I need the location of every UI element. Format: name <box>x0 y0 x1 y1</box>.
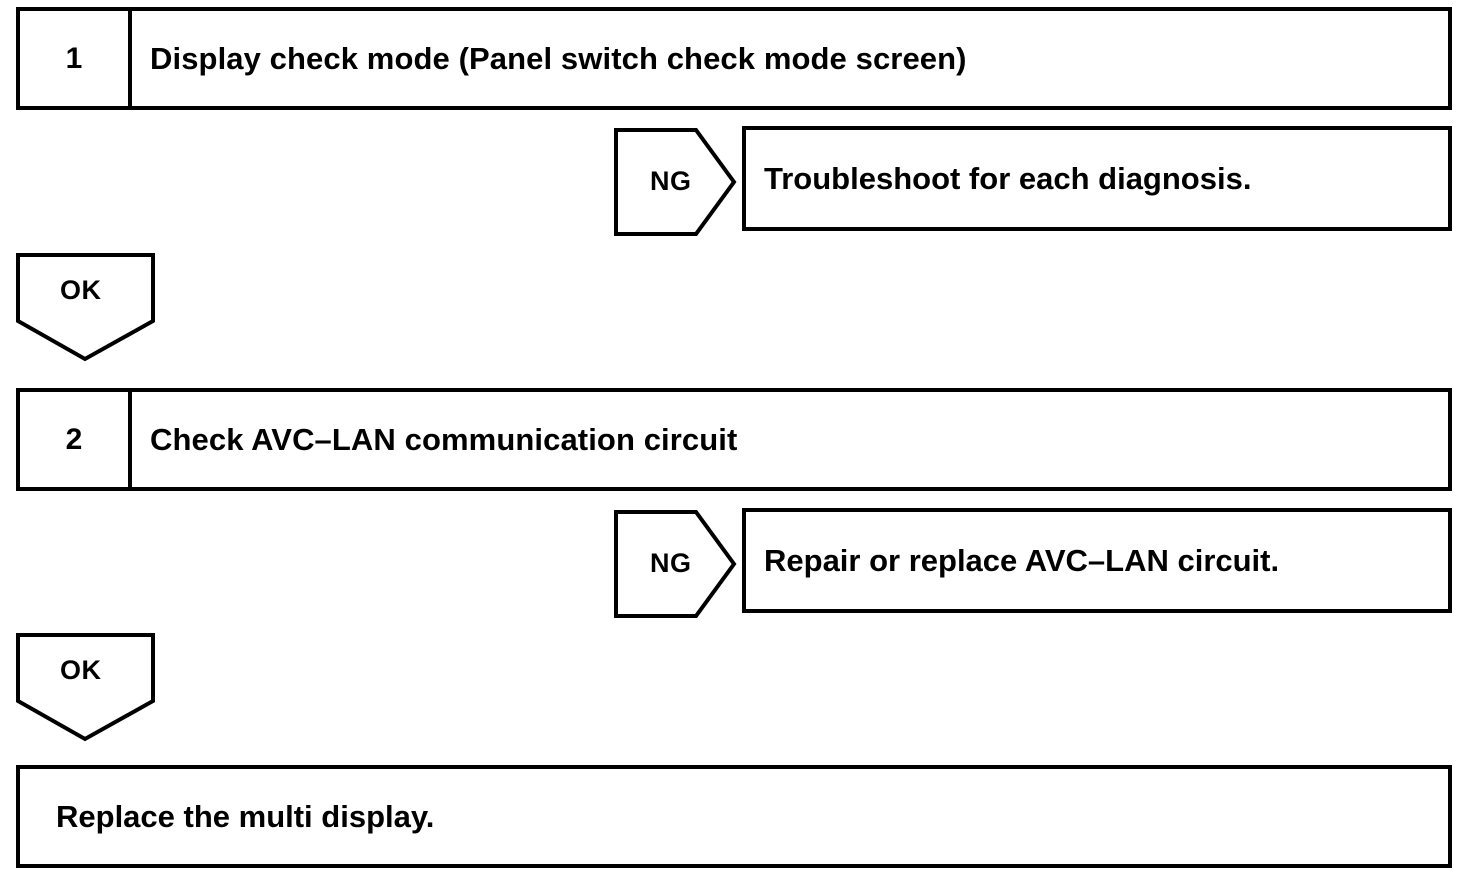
step-2-ok-arrow: OK <box>16 633 155 742</box>
step-2-box: 2 Check AVC–LAN communication circuit <box>16 388 1452 491</box>
ok-pentagon-icon <box>16 253 155 362</box>
step-1-ng-arrow: NG <box>614 128 737 236</box>
step-1-title: Display check mode (Panel switch check m… <box>150 40 967 76</box>
step-1-number: 1 <box>20 11 132 106</box>
ng-pentagon-icon <box>614 128 737 236</box>
step-2-title: Check AVC–LAN communication circuit <box>150 421 738 457</box>
final-action-box: Replace the multi display. <box>16 765 1452 868</box>
ok-pentagon-icon <box>16 633 155 742</box>
step-2-ng-arrow: NG <box>614 510 737 618</box>
ng-pentagon-icon <box>614 510 737 618</box>
step-1-box: 1 Display check mode (Panel switch check… <box>16 7 1452 110</box>
step-1-ok-arrow: OK <box>16 253 155 362</box>
step-2-ng-action-box: Repair or replace AVC–LAN circuit. <box>742 508 1452 613</box>
step-1-ng-action-box: Troubleshoot for each diagnosis. <box>742 126 1452 231</box>
step-2-number: 2 <box>20 392 132 487</box>
